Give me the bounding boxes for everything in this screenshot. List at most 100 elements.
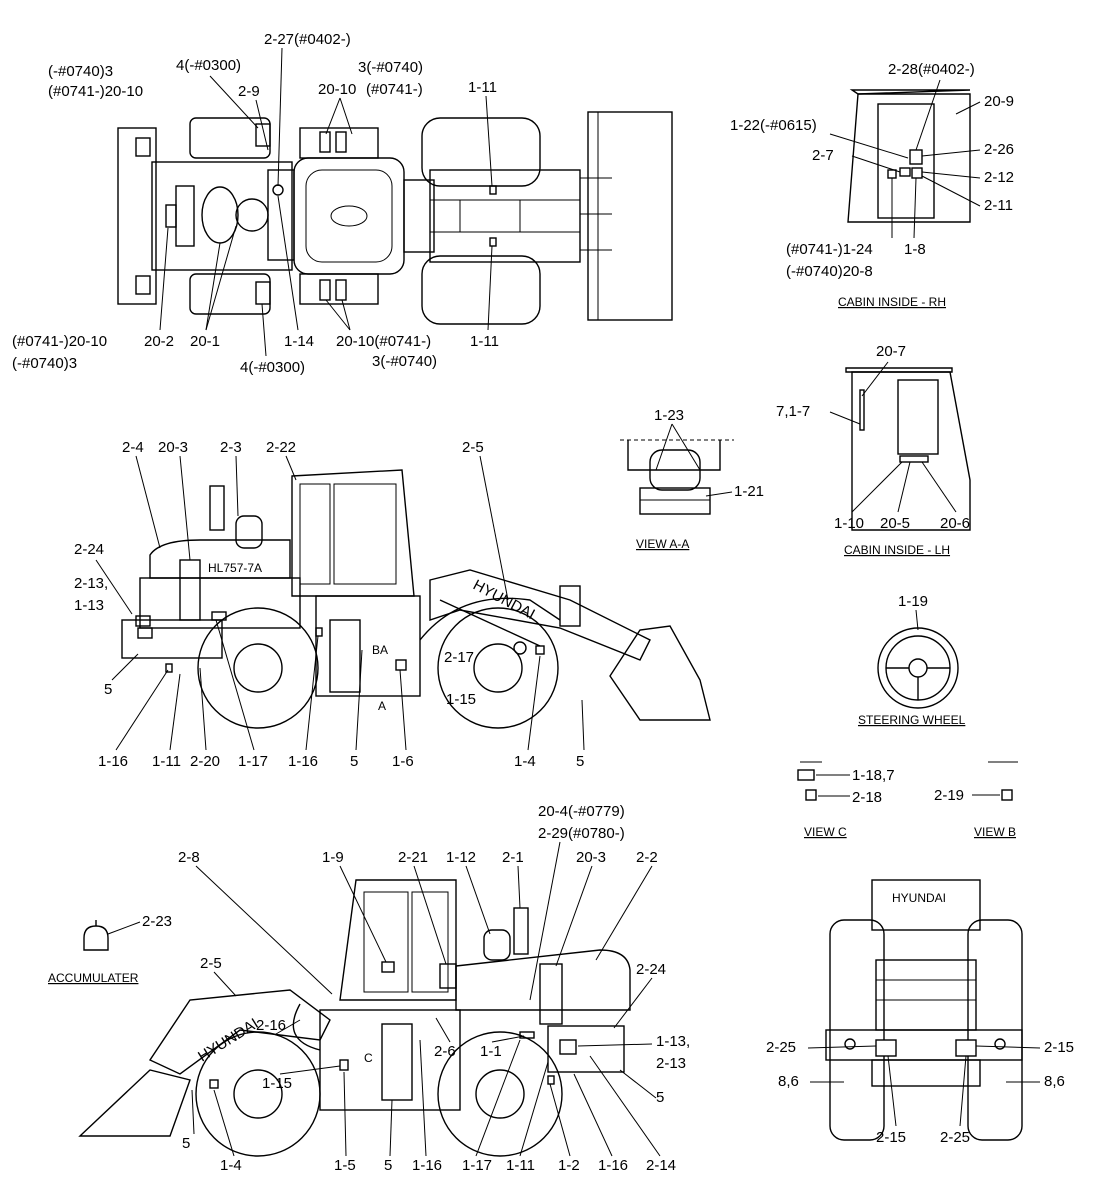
top-decal-4-lower: [255, 281, 271, 305]
right-exhaust-stack: [513, 907, 529, 955]
label-right-l2: 2-29(#0780-): [538, 825, 625, 842]
label-cabin-rh-l1: 2-28(#0402-): [888, 61, 975, 78]
label-right-l12: 2-24: [636, 961, 666, 978]
cabin-rh-panel-2-26: [909, 149, 923, 165]
rear-counterweight: [871, 1059, 981, 1087]
label-rear-l6: 2-25: [940, 1129, 970, 1146]
right-decal-2-13: [559, 1039, 577, 1055]
right-decal-1-1: [519, 1031, 535, 1039]
top-tank-cap: [235, 198, 269, 232]
left-bellcrank: [559, 585, 581, 627]
cabin-inside-rh: 2-28(#0402-) 20-9 1-22(-#0615) 2-26 2-7 …: [730, 61, 1014, 309]
label-right-l5: 2-21: [398, 849, 428, 866]
label-left-l10: 1-15: [446, 691, 476, 708]
steering-wheel-view: 1-19 STEERING WHEEL: [858, 593, 966, 727]
label-cabin-rh-l10: (-#0740)20-8: [786, 263, 873, 280]
right-cab-window: [411, 891, 449, 993]
top-engine-hood: [151, 161, 293, 271]
label-right-l8: 20-3: [576, 849, 606, 866]
right-mark-c: C: [364, 1051, 373, 1065]
rear-decal-2-15-right: [955, 1039, 977, 1057]
label-right-l27: 1-2: [558, 1157, 580, 1174]
right-counterweight: [547, 1025, 625, 1073]
left-boom-arm: [429, 569, 651, 661]
label-view-c-l1: 1-18,7: [852, 767, 895, 784]
left-rear-hub: [233, 643, 283, 693]
right-decal-2-21: [439, 963, 457, 989]
label-cabin-lh-l5: 20-6: [940, 515, 970, 532]
right-side-labels: 20-4(-#0779) 2-29(#0780-) 2-8 1-9 2-21 1…: [178, 803, 690, 1174]
right-bucket: [78, 1069, 191, 1137]
label-right-l20: 5: [182, 1135, 190, 1152]
label-right-l11: 2-5: [200, 955, 222, 972]
label-right-l4: 1-9: [322, 849, 344, 866]
label-right-l26: 1-11: [506, 1157, 535, 1174]
left-cab-window-door: [333, 483, 397, 585]
left-engine-hood: [149, 539, 291, 579]
top-decal-20-10-upper: [135, 137, 151, 157]
label-cabin-rh-l3: 1-22(-#0615): [730, 117, 817, 134]
label-right-l22: 1-5: [334, 1157, 356, 1174]
top-decal-20-10-lower: [135, 275, 151, 295]
label-rear-l2: 2-15: [1044, 1039, 1074, 1056]
label-right-l9: 2-2: [636, 849, 658, 866]
left-decal-2-13: [135, 615, 151, 627]
cabin-lh-decal-1-10: [899, 455, 929, 463]
label-left-l4: 2-22: [266, 439, 296, 456]
label-rear-l4: 8,6: [1044, 1073, 1065, 1090]
top-bucket: [587, 111, 673, 321]
label-cabin-rh-l5: 2-7: [812, 147, 834, 164]
label-right-l25: 1-17: [462, 1157, 492, 1174]
left-mark-a2: A: [378, 699, 386, 713]
view-b-decal-2-19: [1001, 789, 1013, 801]
label-left-l1: 2-4: [122, 439, 144, 456]
rear-view: HYUNDAI 2-25 2-15 8,6 8,6 2-15 2-25: [766, 879, 1074, 1146]
left-model-badge: HL757-7A: [208, 561, 262, 575]
rear-cab-top: [871, 879, 981, 931]
rear-brand: HYUNDAI: [892, 891, 946, 905]
label-cabin-lh-l4: 20-5: [880, 515, 910, 532]
label-right-l15: 1-1: [480, 1043, 502, 1060]
label-rear-l3: 8,6: [778, 1073, 799, 1090]
top-hood-hatch: [201, 186, 239, 244]
accumulater-view: 2-23 ACCUMULATER: [48, 913, 172, 985]
caption-view-a-a: VIEW A-A: [636, 537, 689, 551]
label-top-l11: (-#0740)3: [12, 355, 77, 372]
label-right-l16: 1-13,: [656, 1033, 690, 1050]
left-steps: [329, 619, 361, 693]
label-cabin-rh-l8: (#0741-)1-24: [786, 241, 873, 258]
label-left-l8: 1-13: [74, 597, 104, 614]
label-cabin-lh-l2: 7,1-7: [776, 403, 810, 420]
label-right-l23: 5: [384, 1157, 392, 1174]
cabin-rh-door: [877, 103, 935, 219]
label-top-l10: (#0741-)20-10: [12, 333, 107, 350]
label-left-l7: 2-13,: [74, 575, 108, 592]
label-left-l12: 1-16: [98, 753, 128, 770]
right-engine-hood: [455, 949, 631, 1011]
label-right-l17: 2-13: [656, 1055, 686, 1072]
label-left-l3: 2-3: [220, 439, 242, 456]
left-radiator-grille: [179, 559, 201, 621]
label-top-l14: 1-14: [284, 333, 314, 350]
top-rear-bumper: [117, 127, 157, 305]
right-decal-1-9: [381, 961, 395, 973]
cabin-rh-switch-2-12: [899, 167, 911, 177]
view-aa-frame: [639, 487, 711, 515]
label-top-l16: 20-10(#0741-): [336, 333, 431, 350]
label-view-c-l2: 2-18: [852, 789, 882, 806]
label-left-l5: 2-5: [462, 439, 484, 456]
label-view-aa-l2: 1-21: [734, 483, 764, 500]
top-cab-roof-inner: [305, 169, 393, 263]
label-top-l13: 20-1: [190, 333, 220, 350]
left-lift-cylinder: [439, 599, 541, 647]
top-decal-20-2: [165, 204, 177, 228]
label-left-l18: 1-6: [392, 753, 414, 770]
top-decal-3-right: [335, 131, 347, 153]
label-top-l12: 20-2: [144, 333, 174, 350]
right-boom-brand: HYUNDAI: [195, 1015, 261, 1065]
right-decal-1-5: [339, 1059, 349, 1071]
label-left-l14: 2-20: [190, 753, 220, 770]
label-left-l6: 2-24: [74, 541, 104, 558]
top-decal-20-10-right: [319, 131, 331, 153]
left-decal-2-17: [395, 659, 407, 671]
